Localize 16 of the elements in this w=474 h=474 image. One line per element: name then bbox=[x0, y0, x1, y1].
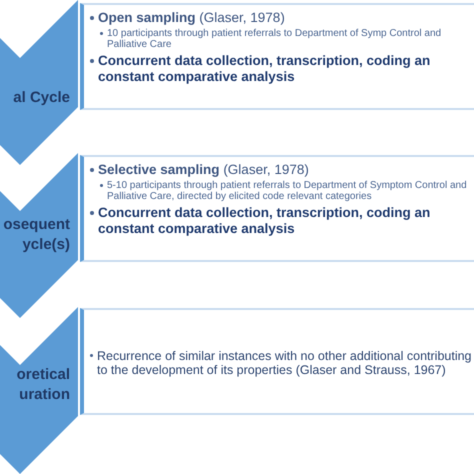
bullet-text: Open sampling (Glaser, 1978) bbox=[98, 10, 285, 26]
bullet-text: Concurrent data collection, transcription, coding an constant comparative analysis bbox=[98, 53, 432, 85]
bullet-text: Selective sampling (Glaser, 1978) bbox=[98, 162, 309, 178]
chevron-shape bbox=[0, 0, 78, 165]
text-panel bbox=[80, 308, 474, 415]
bullet-text: Recurrence of similar instances with no other additional contributing to the development of its properties (Glaser and Strauss, 1967) bbox=[97, 349, 472, 377]
text-panel bbox=[80, 155, 474, 262]
sub-bullet-text: 10 participants through patient referrals to Department of Symp Control and Palliative Care bbox=[107, 28, 442, 50]
stage-label: al Cycle bbox=[12, 88, 70, 108]
stage-label: osequent ycle(s) bbox=[2, 215, 70, 255]
stage-label: oretical uration bbox=[16, 365, 70, 405]
chevron-shape bbox=[0, 153, 78, 318]
bullet-text: Concurrent data collection, transcription, coding an constant comparative analysis bbox=[98, 205, 432, 237]
chevron-shape bbox=[0, 307, 78, 474]
sub-bullet-text: 5-10 participants through patient referrals to Department of Symptom Control and Palliative Care, directed by elicited code relevant categories bbox=[107, 180, 468, 202]
text-panel bbox=[80, 3, 474, 110]
